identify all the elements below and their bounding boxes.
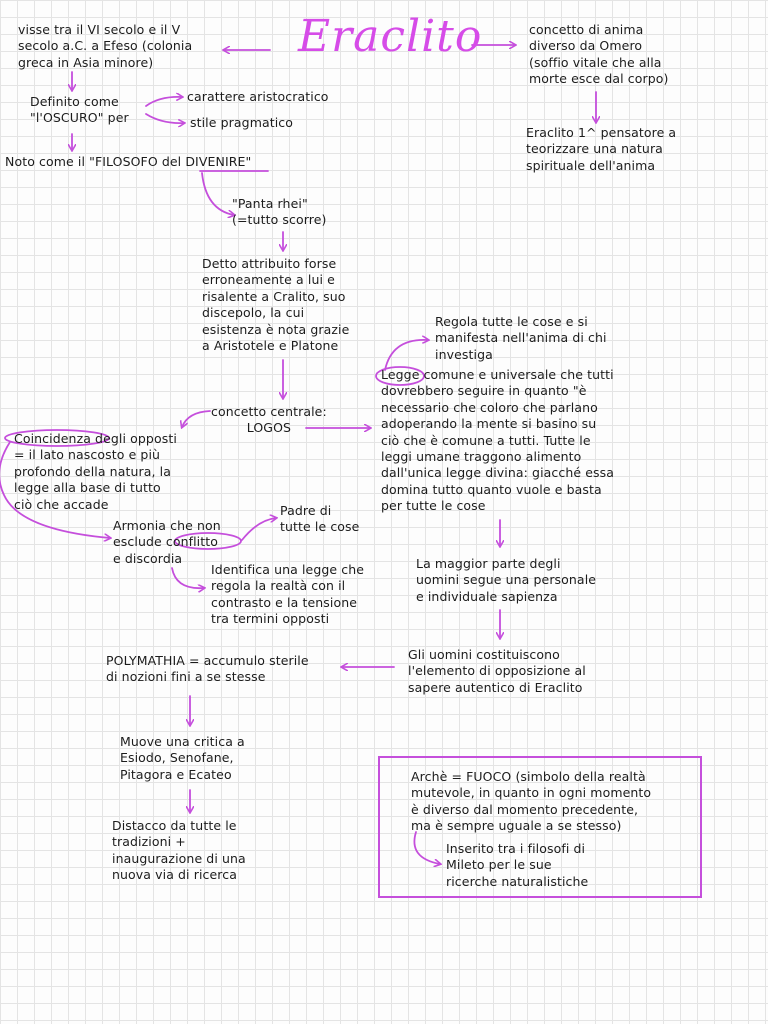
arrow-coincidenza-armonia bbox=[0, 441, 110, 538]
node-padre: Padre di tutte le cose bbox=[280, 503, 360, 535]
arrow-arche-mileto bbox=[413, 831, 440, 864]
node-regola: Regola tutte le cose e si manifesta nell… bbox=[435, 314, 607, 362]
arrow-divenire-pantarhei bbox=[201, 172, 234, 215]
node-identifica: Identifica una legge che regola la realt… bbox=[211, 562, 365, 627]
arche-box bbox=[378, 756, 702, 898]
node-panta-rhei: "Panta rhei" (=tutto scorre) bbox=[232, 196, 327, 228]
node-oscuro: Definito come "l'OSCURO" per bbox=[30, 94, 129, 126]
node-pragmatico: stile pragmatico bbox=[190, 115, 294, 130]
node-attributo: Detto attribuito forse erroneamente a lu… bbox=[202, 256, 350, 354]
page-title: Eraclito bbox=[298, 11, 483, 62]
node-legge: Legge comune e universale che tutti dovr… bbox=[381, 367, 615, 514]
node-origin: visse tra il VI secolo e il V secolo a.C… bbox=[18, 22, 193, 70]
arrow-armonia-padre bbox=[241, 518, 276, 541]
arrow-legge-regola bbox=[384, 340, 428, 371]
node-pensatore: Eraclito 1^ pensatore a teorizzare una n… bbox=[526, 125, 677, 173]
node-aristocratico: carattere aristocratico bbox=[187, 89, 329, 104]
arrow-logos-coincidenza bbox=[182, 410, 211, 427]
arrow-oscuro-pragmatico bbox=[145, 113, 184, 123]
node-mileto: Inserito tra i filosofi di Mileto per le… bbox=[446, 841, 589, 889]
node-critica: Muove una critica a Esiodo, Senofane, Pi… bbox=[120, 734, 245, 782]
node-coincidenza: Coincidenza degli opposti = il lato nasc… bbox=[14, 431, 177, 512]
circle-coincidenza bbox=[4, 429, 110, 447]
node-armonia: Armonia che non esclude conflitto e disc… bbox=[113, 518, 221, 566]
node-distacco: Distacco da tutte le tradizioni + inaugu… bbox=[112, 818, 246, 883]
circle-conflitto bbox=[174, 532, 242, 550]
node-uomini: Gli uomini costituiscono l'elemento di o… bbox=[408, 647, 586, 695]
arrow-armonia-identifica bbox=[171, 567, 204, 588]
node-polymathia: POLYMATHIA = accumulo sterile di nozioni… bbox=[106, 653, 309, 685]
arrow-oscuro-aristocratico bbox=[145, 97, 182, 107]
node-anima: concetto di anima diverso da Omero (soff… bbox=[529, 22, 669, 87]
circle-legge bbox=[375, 366, 425, 386]
node-divenire: Noto come il "FILOSOFO del DIVENIRE" bbox=[5, 154, 252, 169]
node-maggior-parte: La maggior parte degli uomini segue una … bbox=[416, 556, 597, 604]
node-arche: Archè = FUOCO (simbolo della realtà mute… bbox=[411, 769, 652, 834]
node-logos: concetto centrale: LOGOS bbox=[211, 404, 327, 436]
